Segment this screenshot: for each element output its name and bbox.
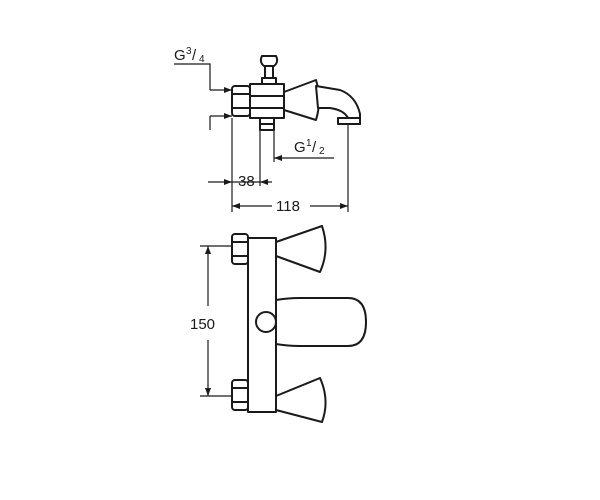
- top-handle: [275, 225, 327, 273]
- front-view: 150: [190, 225, 367, 423]
- inlet-thread-prefix: G: [174, 47, 186, 64]
- outlet-thread-callout: G 1 / 2: [273, 130, 334, 162]
- inlet-thread-callout: G 3 / 4: [174, 46, 232, 130]
- bottom-inlet-nut: [231, 379, 249, 411]
- inlet-thread-num: 3: [186, 46, 192, 57]
- dim-38-label: 38: [238, 173, 255, 190]
- svg-text:/: /: [192, 47, 197, 64]
- handle-side: [283, 79, 320, 121]
- inlet-nut-side: [231, 85, 251, 117]
- dimension-118: 118: [232, 124, 349, 215]
- outlet-thread-num: 1: [306, 138, 312, 149]
- dim-150-label: 150: [190, 316, 215, 333]
- inlet-thread-den: 4: [199, 54, 205, 65]
- dimension-38: 38: [208, 118, 272, 212]
- diverter-knob: [259, 55, 279, 85]
- diverter-button-front: [255, 311, 277, 333]
- svg-text:/: /: [312, 139, 317, 156]
- dim-118-label: 118: [276, 198, 300, 215]
- outlet-nipple: [259, 117, 275, 131]
- spout-front: [275, 297, 367, 347]
- bottom-handle: [275, 377, 327, 423]
- top-inlet-nut: [231, 233, 249, 265]
- outlet-thread-den: 2: [319, 146, 325, 157]
- dimension-150: 150: [190, 245, 232, 397]
- side-view: G 3 / 4 G 1 / 2 38: [174, 46, 361, 215]
- outlet-thread-prefix: G: [294, 139, 306, 156]
- mixer-body-side: [249, 83, 285, 119]
